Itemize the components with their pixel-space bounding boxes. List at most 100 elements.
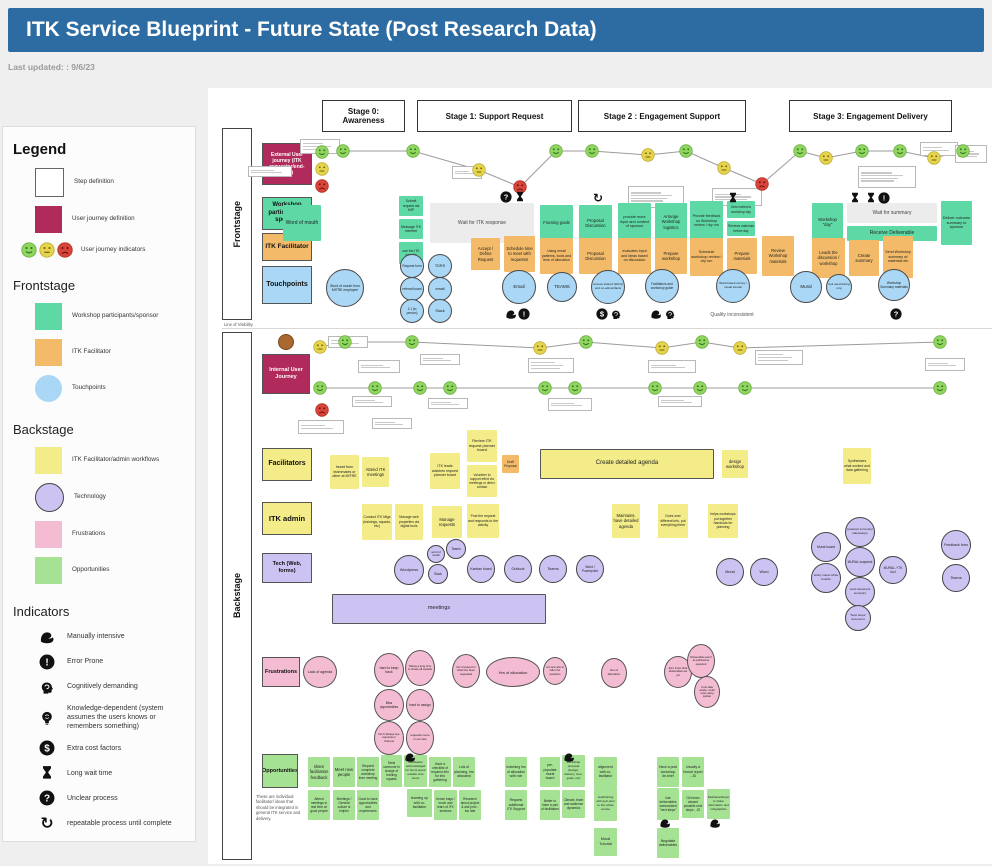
tech-circle[interactable]: Teams	[446, 539, 466, 559]
frustration-note[interactable]: not sure who to talk to for questions	[543, 657, 567, 685]
frustration-note[interactable]: Hrs of allocation	[486, 657, 540, 687]
sticky-note[interactable]: matching hrs of allocation with role	[505, 757, 527, 787]
journey-annotation[interactable]	[420, 354, 460, 365]
tech-circle[interactable]: Outlook	[504, 555, 532, 583]
journey-face-sad[interactable]	[315, 179, 329, 193]
journey-face-happy[interactable]	[695, 335, 709, 349]
sticky-note[interactable]: Have a checklist of required info for in…	[429, 757, 451, 787]
touchpoint-circle[interactable]: Request form	[400, 254, 424, 278]
journey-annotation[interactable]	[528, 358, 574, 373]
indicator-cognitive-icon[interactable]	[610, 308, 622, 320]
row-label-6[interactable]: ITK admin	[262, 502, 312, 535]
journey-face-neutral[interactable]	[472, 163, 486, 177]
journey-face-happy[interactable]	[549, 144, 563, 158]
sticky-note[interactable]: Meetings / General culture is helpful	[333, 790, 355, 820]
touchpoint-circle[interactable]: referral board	[400, 277, 424, 301]
sticky-note[interactable]: helps workshops put together handouts fo…	[708, 504, 738, 538]
sticky-note[interactable]: pre- populate mural board	[540, 757, 560, 787]
sticky-note[interactable]: Attend ITK meetings	[362, 457, 389, 487]
sticky-note[interactable]: Workshop "day"	[812, 203, 843, 241]
frustration-note[interactable]: Hrs of allocation	[601, 658, 627, 688]
journey-face-happy[interactable]	[956, 144, 970, 158]
touchpoint-circle[interactable]: 1:1 (in person)	[400, 299, 424, 323]
indicator-unclear-icon[interactable]: ?	[500, 191, 512, 203]
journey-face-happy[interactable]	[568, 381, 582, 395]
sticky-note[interactable]: Schedule time to meet with requestor	[504, 236, 535, 272]
indicator-manual-icon[interactable]	[659, 817, 671, 829]
sticky-note[interactable]: Framing goals	[540, 205, 573, 241]
journey-face-happy[interactable]	[933, 335, 947, 349]
journey-annotation[interactable]	[352, 396, 392, 407]
sticky-note[interactable]: Volunteer to support effort via meetings…	[467, 465, 497, 497]
journey-face-neutral[interactable]	[927, 151, 941, 165]
sticky-note[interactable]: Better to have a pair of facilitators	[540, 790, 560, 820]
sticky-note[interactable]: design workshop	[722, 450, 748, 478]
sticky-note[interactable]: Post the request and responds to the act…	[467, 504, 499, 538]
journey-face-happy[interactable]	[585, 144, 599, 158]
sticky-note[interactable]: Facilitators acknowledged for hours spen…	[404, 755, 427, 787]
touchpoint-circle[interactable]: Access shared (Word) and co-edit artifac…	[591, 270, 625, 304]
stage-header-2[interactable]: Stage 2 : Engagement Support	[578, 100, 746, 132]
tech-circle[interactable]: Wordpress	[394, 555, 424, 585]
journey-face-happy[interactable]	[933, 381, 947, 395]
indicator-manual-icon[interactable]	[650, 308, 662, 320]
journey-annotation[interactable]	[372, 418, 412, 429]
frustration-note[interactable]: Lack of agenda	[303, 656, 337, 688]
tech-circle[interactable]: word of mouth	[427, 545, 445, 563]
sticky-note[interactable]: Schedule workshop review / dry run	[690, 238, 723, 276]
sticky-note[interactable]: brown bags / lunch and learn of ITK serv…	[434, 790, 457, 820]
tech-circle[interactable]: Slack	[428, 564, 448, 584]
frustration-note[interactable]: Deliverables aren't as polished as expec…	[687, 644, 715, 678]
sticky-note[interactable]: evaluates input and ideas based on discu…	[618, 238, 651, 274]
row-label-5[interactable]: Facilitators	[262, 448, 312, 481]
journey-face-happy[interactable]	[315, 145, 329, 159]
frustration-note[interactable]: hard to assign	[406, 689, 434, 721]
sticky-note[interactable]: Usually a formal report - JD	[682, 757, 704, 787]
sticky-note[interactable]: Get team aboard possible next steps - JS	[682, 790, 704, 818]
indicator-wait-icon[interactable]	[514, 191, 526, 203]
sticky-note[interactable]: Request additional ITK Support	[505, 790, 527, 820]
sticky-note[interactable]: Using email patterns, tools and lens of …	[540, 238, 573, 274]
sticky-note[interactable]: Leads the discussion / workshop	[812, 238, 845, 278]
frustration-note[interactable]: hard to keep track	[374, 653, 404, 687]
journey-face-neutral[interactable]	[717, 161, 731, 175]
sticky-note[interactable]: Proposal Discussion	[579, 205, 612, 241]
sticky-note[interactable]: heard from teammates or other at MITRE	[330, 455, 359, 489]
journey-face-neutral[interactable]	[533, 341, 547, 355]
journey-face-happy[interactable]	[413, 381, 427, 395]
sticky-note[interactable]: Receive Deliverable	[847, 226, 937, 241]
sticky-note[interactable]: Gets invited to workshop day	[727, 201, 755, 218]
journey-face-neutral[interactable]	[733, 341, 747, 355]
journey-face-neutral[interactable]	[819, 151, 833, 165]
indicator-manual-icon[interactable]	[404, 751, 416, 763]
frustration-note[interactable]: Don't always see requests in channel	[374, 721, 404, 755]
sticky-note[interactable]: tool/training with quiz prior to the who…	[594, 787, 617, 821]
indicator-cost-icon[interactable]: $	[596, 308, 608, 320]
sticky-note[interactable]: Meet new people	[333, 757, 355, 787]
sticky-note[interactable]: Review ITK request planner board	[467, 430, 497, 462]
sticky-note[interactable]: Manage requests	[432, 506, 462, 538]
touchpoint-circle[interactable]: Slack	[428, 299, 452, 323]
sticky-note[interactable]: Message ITK member	[399, 219, 423, 239]
sticky-note[interactable]: Maintains, have detailed agenda	[612, 504, 640, 538]
sticky-note[interactable]: Negotiate deliverables	[657, 828, 679, 858]
journey-annotation[interactable]	[925, 358, 965, 371]
sticky-note[interactable]: Reviews materials before day	[727, 221, 755, 236]
sticky-note[interactable]: Wait for summary	[847, 203, 937, 223]
sticky-note[interactable]: Synthesizes what worked and data gatheri…	[843, 448, 871, 484]
journey-face-happy[interactable]	[855, 144, 869, 158]
sticky-note[interactable]: Research about project & ask prior - too…	[459, 790, 481, 820]
indicator-error-icon[interactable]: !	[878, 192, 890, 204]
journey-face-happy[interactable]	[338, 335, 352, 349]
journey-face-neutral[interactable]	[655, 341, 669, 355]
tech-circle[interactable]: Mural board	[811, 532, 841, 562]
touchpoint-circle[interactable]: Word of mouth from MITRE employee	[326, 269, 364, 307]
journey-annotation[interactable]	[358, 360, 400, 373]
journey-marker[interactable]	[278, 334, 294, 350]
journey-face-sad[interactable]	[315, 403, 329, 417]
journey-face-happy[interactable]	[893, 144, 907, 158]
sticky-note[interactable]: Attend meetings in real time w/ good peo…	[308, 790, 330, 820]
journey-face-happy[interactable]	[313, 381, 327, 395]
indicator-wait-icon[interactable]	[865, 192, 877, 204]
journey-face-neutral[interactable]	[313, 340, 327, 354]
